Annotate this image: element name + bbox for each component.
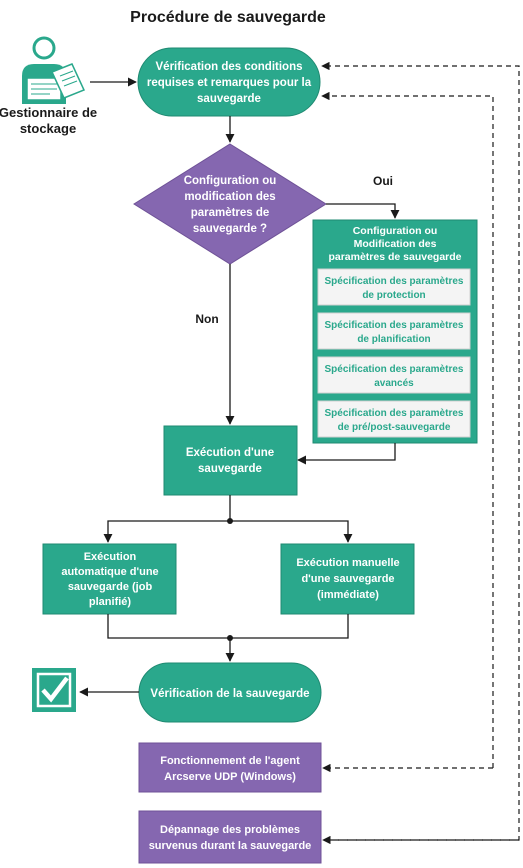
actor-label-line1: Gestionnaire de [0,105,97,120]
related-troubleshooting-line1: Dépannage des problèmes [160,824,300,836]
related-troubleshooting-node[interactable]: Dépannage des problèmes survenus durant … [138,810,322,864]
start-step-line2: requises et remarques pour la [147,77,312,89]
run-backup-node: Exécution d'une sauvegarde [163,425,298,496]
connector-merge [107,614,349,639]
related-agent-line1: Fonctionnement de l'agent [160,755,300,767]
config-item-line2: de pré/post-sauvegarde [338,422,451,433]
config-item-planification[interactable]: Spécification des paramètres de planific… [317,312,471,350]
config-item-line1: Spécification des paramètres [325,408,464,419]
config-item-line1: Spécification des paramètres [325,364,464,375]
arrow-to-auto [103,520,230,543]
arrow-to-manual [230,520,353,543]
config-item-protection[interactable]: Spécification des paramètres de protecti… [317,268,471,306]
run-backup-line1: Exécution d'une [186,447,274,459]
config-item-line2: de planification [357,334,430,345]
manual-backup-line3: (immédiate) [317,589,379,601]
checkmark-icon [32,668,76,712]
decision-line1: Configuration ou [184,175,277,187]
manual-backup-line2: d'une sauvegarde [301,573,394,585]
run-backup-line2: sauvegarde [198,463,262,475]
config-group: Configuration ou Modification des paramè… [312,219,478,444]
related-agent-node[interactable]: Fonctionnement de l'agent Arcserve UDP (… [138,742,322,793]
storage-manager-person-icon [22,36,86,104]
dashed-feedback-outer [321,61,520,841]
verify-node: Vérification de la sauvegarde [138,662,322,723]
decision-line2: modification des [184,191,275,203]
actor-label-line2: stockage [20,121,76,136]
related-agent-line2: Arcserve UDP (Windows) [164,771,296,783]
config-item-line2: de protection [362,290,425,301]
manual-backup-node: Exécution manuelle d'une sauvegarde (imm… [280,543,415,615]
verify-label: Vérification de la sauvegarde [150,688,309,700]
arrow-config-to-run [297,443,396,465]
related-troubleshooting-line2: survenus durant la sauvegarde [149,840,312,852]
config-item-advanced[interactable]: Spécification des paramètres avancés [317,356,471,394]
decision-line4: sauvegarde ? [193,223,267,235]
start-step-line3: sauvegarde [197,93,261,105]
config-group-title-line3: paramètres de sauvegarde [328,251,461,263]
start-step-line1: Vérification des conditions [156,61,303,73]
diagram-title: Procédure de sauvegarde [130,9,326,26]
config-item-line1: Spécification des paramètres [325,276,464,287]
start-step-node: Vérification des conditions requises et … [137,47,321,117]
decision-node: Configuration ou modification des paramè… [133,143,327,265]
no-label: Non [195,312,218,326]
config-item-line2: avancés [374,378,414,389]
auto-backup-line1: Exécution [84,551,137,563]
config-item-line1: Spécification des paramètres [325,320,464,331]
config-item-pre-post[interactable]: Spécification des paramètres de pré/post… [317,400,471,438]
auto-backup-line4: planifié) [89,596,132,608]
auto-backup-line3: sauvegarde (job [68,581,153,593]
decision-line3: paramètres de [191,207,270,219]
arrow-yes-branch [326,203,400,219]
auto-backup-node: Exécution automatique d'une sauvegarde (… [42,543,177,615]
auto-backup-line2: automatique d'une [61,566,158,578]
manual-backup-line1: Exécution manuelle [296,557,399,569]
yes-label: Oui [373,174,393,188]
config-group-title-line1: Configuration ou [353,225,438,237]
config-group-title-line2: Modification des [354,238,437,250]
dashed-feedback-inner [321,91,494,768]
